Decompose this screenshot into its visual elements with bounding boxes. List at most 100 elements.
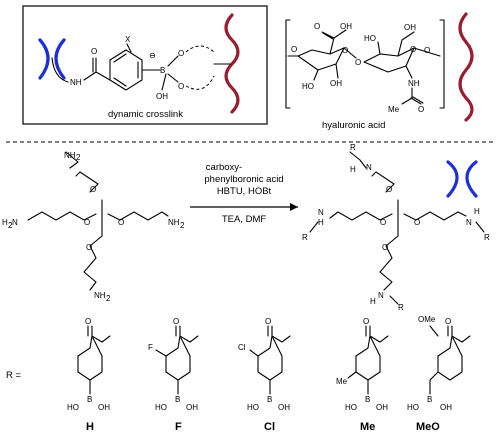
svg-text:R: R [484,233,490,242]
r-group-label-me: Me [360,421,375,433]
diol-dashed-link [185,45,215,90]
r-group-label-cl: Cl [264,421,275,433]
ester-o-top: O [178,49,184,58]
svg-text:2: 2 [76,153,81,162]
svg-text:O: O [173,317,179,326]
svg-text:Cl: Cl [238,343,246,352]
svg-text:OH: OH [340,22,352,31]
svg-text:F: F [148,343,153,352]
svg-text:O: O [86,243,92,252]
reaction-arrow: carboxy- phenylboronic acid HBTU, HOBt T… [190,162,298,225]
crosslinker-symbol [38,38,66,80]
svg-text:O: O [418,105,424,114]
svg-text:HO: HO [247,403,259,412]
svg-text:O: O [424,46,430,55]
starting-material-peg-amine: O NH 2 O H 2 N O NH 2 O NH 2 [2,151,185,303]
svg-text:OH: OH [440,403,452,412]
hyaluronic-acid-caption: hyaluronic acid [322,120,385,131]
svg-text:O: O [445,317,451,326]
crosslinker-symbol-product [446,160,478,198]
svg-text:N: N [318,208,324,217]
svg-text:N: N [378,291,384,300]
r-group-cl: O Cl B HO OH Cl [238,317,291,433]
svg-text:HO: HO [155,403,167,412]
crosslink-caption: dynamic crosslink [108,109,183,120]
svg-text:O: O [314,22,320,31]
svg-text:O: O [363,317,369,326]
r-group-label-meo: MeO [416,421,440,433]
svg-text:2: 2 [106,294,111,303]
boronate-charge: ⊖ [149,51,156,60]
crosslink-panel: NH O X B ⊖ OH O O dynamic crosslink [22,5,268,125]
svg-text:N: N [12,218,18,227]
phenyl-ring [109,49,143,91]
svg-text:O: O [414,218,420,227]
svg-text:O: O [382,243,388,252]
svg-text:OH: OH [376,403,388,412]
reagent-line-1: carboxy- [206,162,242,173]
svg-text:OH: OH [186,403,198,412]
svg-text:H: H [2,218,8,227]
ha-chain-symbol [458,12,474,122]
svg-text:OH: OH [278,403,290,412]
svg-text:O: O [380,218,386,227]
svg-text:2: 2 [8,221,13,230]
svg-text:OH: OH [330,79,342,88]
r-equals-label: R = [6,370,22,381]
svg-text:N: N [466,218,472,227]
svg-text:NH: NH [94,291,106,300]
svg-text:Me: Me [388,105,400,114]
boron-oh-label: OH [156,92,168,101]
svg-text:HO: HO [407,403,419,412]
boron-label: B [160,66,165,75]
svg-text:HO: HO [67,403,79,412]
svg-text:H: H [350,165,356,174]
svg-text:O: O [386,185,392,194]
svg-text:R: R [398,303,404,312]
svg-text:B: B [175,395,180,404]
svg-text:B: B [427,395,432,404]
hyaluronic-acid-structure: O OH O HO OH O O OH O HO NH O Me O hyalu… [285,12,474,131]
svg-text:O: O [410,45,416,54]
svg-text:H: H [370,297,376,306]
svg-text:O: O [265,317,271,326]
svg-text:H: H [318,218,324,227]
crosslink-box [22,5,268,125]
svg-text:O: O [118,218,124,227]
svg-text:OMe: OMe [418,315,436,324]
svg-text:O: O [342,46,348,55]
svg-text:Me: Me [336,377,348,386]
r-group-f: O F B HO OH F [148,317,199,433]
svg-text:O: O [90,185,96,194]
reaction-conditions: TEA, DMF [222,214,267,225]
ha-chain-box [224,13,240,114]
svg-text:O: O [84,218,90,227]
r-group-panel: R = O B HO OH H O F B HO OH F O [6,315,471,433]
svg-text:NH: NH [168,218,180,227]
svg-text:R: R [302,233,308,242]
ester-o-bottom: O [178,82,184,91]
svg-text:HO: HO [364,34,376,43]
svg-text:H: H [474,207,480,216]
r-group-label-f: F [175,421,182,433]
r-group-me: O Me B HO OH Me [336,317,389,433]
product-peg-pba: O N H R O H N R O N H R O N H R [302,143,490,312]
amide-o-label: O [91,47,97,56]
svg-text:R: R [350,143,356,152]
svg-text:B: B [87,395,92,404]
svg-text:N: N [366,163,372,172]
r-group-h: O B HO OH H [67,317,111,433]
reagent-line-3: HBTU, HOBt [217,186,272,197]
svg-text:2: 2 [180,221,185,230]
reagent-line-2: phenylboronic acid [204,174,283,185]
svg-text:B: B [365,395,370,404]
svg-text:NH: NH [64,151,76,160]
nh-label: NH [70,78,82,87]
svg-text:B: B [267,395,272,404]
svg-text:OH: OH [404,23,416,32]
svg-text:O: O [291,45,297,54]
svg-text:O: O [85,317,91,326]
svg-text:OH: OH [98,403,110,412]
svg-text:HO: HO [345,403,357,412]
